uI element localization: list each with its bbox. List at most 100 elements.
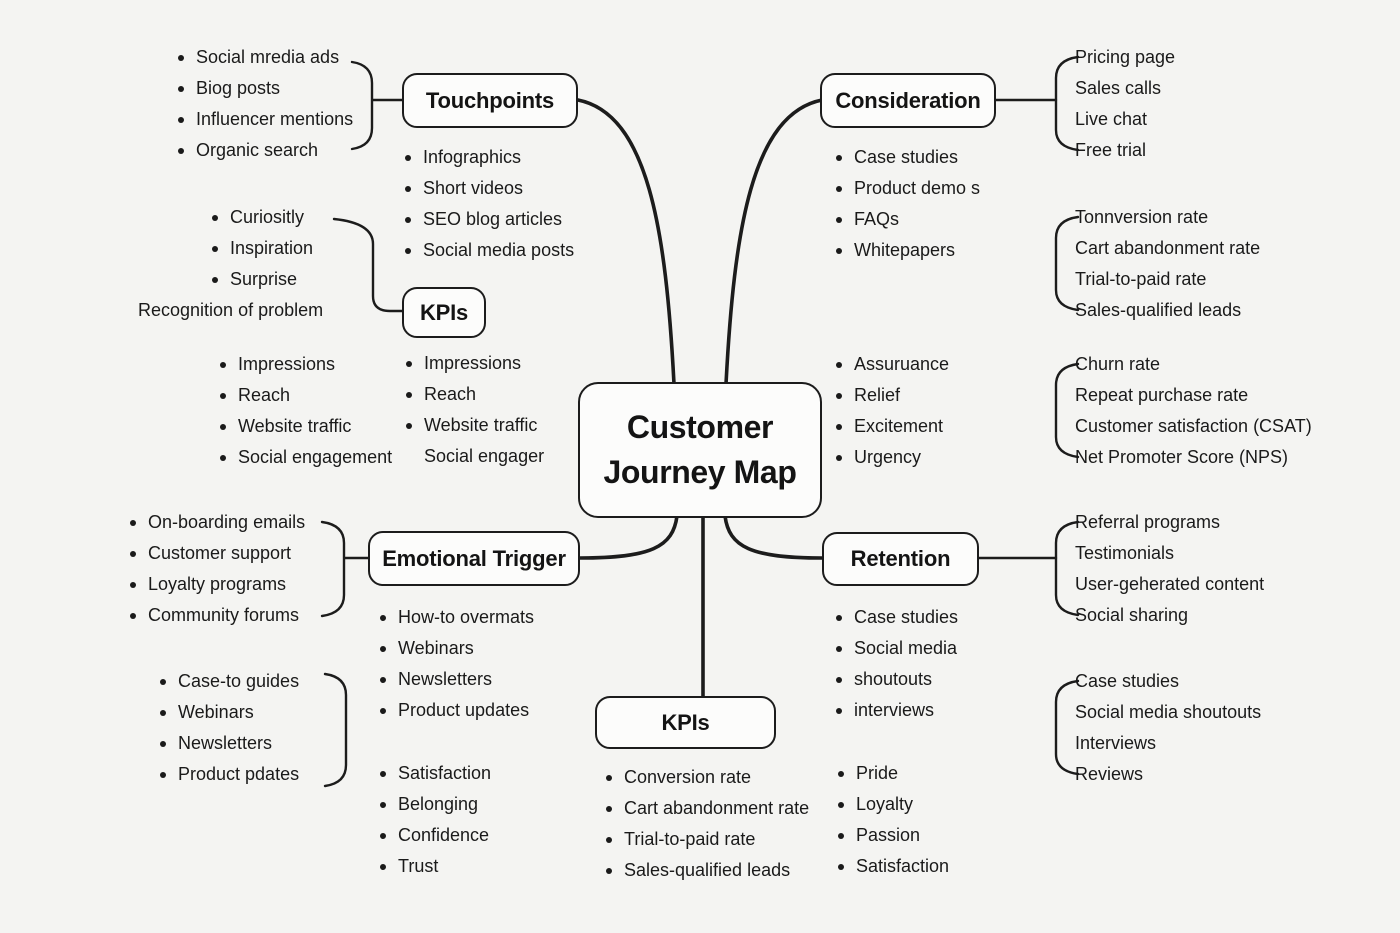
connector-consideration-center: [724, 98, 824, 386]
bullet-icon: [380, 707, 386, 714]
list-retention-content: Case studies Social media shoutouts inte…: [836, 602, 958, 726]
list-item: Trial-to-paid rate: [1075, 269, 1207, 289]
list-item: Pricing page: [1075, 47, 1176, 67]
bullet-icon: [405, 154, 411, 161]
bullet-icon: [160, 740, 166, 747]
list-item: Customer satisfaction (CSAT): [1075, 416, 1312, 436]
list-item: Social media: [836, 633, 958, 664]
list-item: Pride: [838, 758, 949, 789]
list-item: Curiositly: [212, 202, 323, 233]
list-item: Biog posts: [178, 73, 353, 104]
node-label: Consideration: [835, 87, 981, 113]
bullet-icon: [130, 519, 136, 526]
list-item: Case-to guides: [160, 666, 299, 697]
bullet-icon: [836, 423, 842, 430]
list-item: Infographics: [405, 142, 574, 173]
bullet-icon: [212, 245, 218, 252]
list-item: Impressions: [220, 349, 392, 380]
bullet-icon: [160, 709, 166, 716]
bullet-icon: [130, 581, 136, 588]
list-item: Customer support: [130, 538, 305, 569]
bullet-icon: [160, 678, 166, 685]
list-emotions-right: Assuruance Relief Excitement Urgency: [836, 349, 949, 473]
bracket-kpis-left-trigger: [332, 217, 404, 313]
list-item: Community forums: [130, 600, 305, 631]
list-item: Product updates: [380, 695, 534, 726]
list-item: Case studies: [1075, 671, 1180, 691]
bullet-icon: [836, 247, 842, 254]
list-item: Belonging: [380, 789, 491, 820]
bullet-icon: [130, 612, 136, 619]
connector-center-emotional-trigger: [578, 514, 679, 560]
list-item: Satisfaction: [838, 851, 949, 882]
bullet-icon: [380, 645, 386, 652]
list-item: Trial-to-paid rate: [606, 824, 809, 855]
list-item: User-geherated content: [1075, 574, 1265, 594]
list-item: Cart abandonment rate: [606, 793, 809, 824]
list-item: Interviews: [1075, 733, 1157, 753]
bullet-icon: [836, 361, 842, 368]
bullet-icon: [606, 774, 612, 781]
bullet-icon: [406, 391, 412, 398]
list-consideration-touchpoints: Pricing page Sales calls Live chat Free …: [1075, 42, 1175, 166]
list-item: Webinars: [160, 697, 299, 728]
list-item: Urgency: [836, 442, 949, 473]
list-item: Satisfaction: [380, 758, 491, 789]
node-touchpoints: Touchpoints: [402, 73, 578, 128]
list-item: Surprise: [212, 264, 323, 295]
node-consideration: Consideration: [820, 73, 996, 128]
bullet-icon: [405, 247, 411, 254]
list-item: Tonnversion rate: [1075, 207, 1209, 227]
list-item: Confidence: [380, 820, 491, 851]
list-item: Impressions: [406, 348, 544, 379]
list-item: Free trial: [1075, 140, 1147, 160]
bullet-icon: [220, 454, 226, 461]
list-item: Cart abandonment rate: [1075, 238, 1261, 258]
node-label: KPIs: [661, 709, 710, 735]
list-retention-programs: Referral programs Testimonials User-gehe…: [1075, 507, 1264, 631]
list-et-content: How-to overmats Webinars Newsletters Pro…: [380, 602, 534, 726]
bullet-icon: [406, 360, 412, 367]
bullet-icon: [838, 832, 844, 839]
bullet-icon: [178, 147, 184, 154]
node-emotional-trigger: Emotional Trigger: [368, 531, 580, 586]
list-kpis-left-triggers: Curiositly Inspiration Surprise Recognit…: [138, 202, 323, 326]
node-label: Emotional Trigger: [382, 545, 566, 571]
list-item: Churn rate: [1075, 354, 1161, 374]
bullet-icon: [406, 422, 412, 429]
list-kpis-left-metrics-b: Impressions Reach Website traffic Social…: [406, 348, 544, 472]
bullet-icon: [380, 832, 386, 839]
list-item: Trust: [380, 851, 491, 882]
list-item: Assuruance: [836, 349, 949, 380]
list-item: Product demo s: [836, 173, 980, 204]
list-touchpoints-channels: Social mredia ads Biog posts Influencer …: [178, 42, 353, 166]
list-item: Social media shoutouts: [1075, 702, 1262, 722]
node-kpis-bottom: KPIs: [595, 696, 776, 749]
node-label: KPIs: [419, 299, 469, 325]
list-item: SEO blog articles: [405, 204, 574, 235]
bullet-icon: [178, 85, 184, 92]
node-label: Touchpoints: [425, 87, 555, 113]
bracket-retention-right-list: [1054, 520, 1080, 617]
list-item: Inspiration: [212, 233, 323, 264]
list-consideration-metrics: Tonnversion rate Cart abandonment rate T…: [1075, 202, 1260, 326]
list-item: Loyalty: [838, 789, 949, 820]
bracket-consideration-right-list: [1054, 55, 1080, 152]
bullet-icon: [838, 801, 844, 808]
list-retention-emotions: Pride Loyalty Passion Satisfaction: [838, 758, 949, 882]
bullet-icon: [178, 54, 184, 61]
bullet-icon: [606, 867, 612, 874]
list-item: Newsletters: [380, 664, 534, 695]
list-loyalty-metrics: Churn rate Repeat purchase rate Customer…: [1075, 349, 1312, 473]
list-kpis-left-metrics-a: Impressions Reach Website traffic Social…: [220, 349, 392, 473]
list-item: On-boarding emails: [130, 507, 305, 538]
list-item: Recognition of problem: [138, 300, 324, 320]
bullet-icon: [836, 676, 842, 683]
list-item: Website traffic: [406, 410, 544, 441]
center-title-line2: Journey Map: [603, 454, 797, 490]
bullet-icon: [380, 863, 386, 870]
list-item: Passion: [838, 820, 949, 851]
bullet-icon: [212, 214, 218, 221]
